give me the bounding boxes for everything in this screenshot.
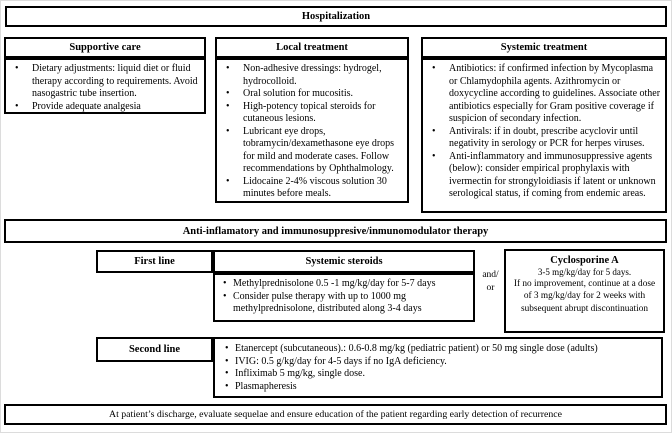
connector-line-1: and/ (482, 270, 499, 280)
systemic-steroids-header: Systemic steroids (213, 250, 475, 273)
bullet-item: Lidocaine 2-4% viscous solution 30 minut… (219, 176, 403, 201)
bullet-item: Antibiotics: if confirmed infection by M… (425, 63, 661, 126)
supportive-care-box: Supportive care Dietary adjustments: liq… (4, 37, 206, 114)
systemic-steroids-title: Systemic steroids (305, 256, 383, 267)
bullet-item: Dietary adjustments: liquid diet or flui… (8, 63, 200, 101)
systemic-treatment-box: Systemic treatment Antibiotics: if confi… (421, 37, 667, 213)
cyclosporine-note: If no improvement, continue at a dose of… (513, 279, 656, 314)
cyclosporine-box: Cyclosporine A 3-5 mg/kg/day for 5 days.… (504, 249, 665, 333)
bullet-item: Antivirals: if in doubt, prescribe acycl… (425, 126, 661, 151)
local-treatment-title: Local treatment (276, 42, 348, 53)
supportive-care-title: Supportive care (69, 42, 141, 53)
systemic-steroids-body: Methylprednisolone 0.5 -1 mg/kg/day for … (213, 273, 475, 322)
discharge-text: At patient’s discharge, evaluate sequela… (109, 409, 562, 420)
cyclosporine-title: Cyclosporine A (550, 255, 619, 266)
second-line-label-box: Second line (96, 337, 213, 362)
bullet-item: Methylprednisolone 0.5 -1 mg/kg/day for … (219, 278, 469, 291)
therapy-band-title: Anti-inflamatory and immunosuppresive/in… (182, 225, 489, 237)
bullet-item: IVIG: 0.5 g/kg/day for 4-5 days if no Ig… (221, 356, 655, 369)
bullet-item: Oral solution for mucositis. (219, 88, 403, 101)
second-line-body: Etanercept (subcutaneous).: 0.6-0.8 mg/k… (213, 337, 663, 398)
discharge-box: At patient’s discharge, evaluate sequela… (4, 404, 667, 425)
bullet-list: Antibiotics: if confirmed infection by M… (425, 63, 661, 201)
systemic-treatment-title: Systemic treatment (500, 42, 588, 53)
and-or-connector: and/ or (476, 269, 505, 295)
systemic-treatment-body: Antibiotics: if confirmed infection by M… (421, 58, 667, 213)
first-line-label-box: First line (96, 250, 213, 273)
bullet-item: Anti-inflammatory and immunosuppressive … (425, 151, 661, 201)
systemic-treatment-header: Systemic treatment (421, 37, 667, 58)
bullet-item: Consider pulse therapy with up to 1000 m… (219, 291, 469, 316)
cyclosporine-dose: 3-5 mg/kg/day for 5 days. (537, 267, 632, 277)
bullet-item: Infliximab 5 mg/kg, single dose. (221, 368, 655, 381)
therapy-band-box: Anti-inflamatory and immunosuppresive/in… (4, 219, 667, 243)
bullet-item: Non-adhesive dressings: hydrogel, hydroc… (219, 63, 403, 88)
hospitalization-title: Hospitalization (301, 11, 371, 22)
hospitalization-box: Hospitalization (5, 6, 667, 27)
second-line-label: Second line (128, 344, 181, 355)
bullet-item: Plasmapheresis (221, 381, 655, 394)
local-treatment-body: Non-adhesive dressings: hydrogel, hydroc… (215, 58, 409, 203)
bullet-list: Dietary adjustments: liquid diet or flui… (8, 63, 200, 113)
local-treatment-header: Local treatment (215, 37, 409, 58)
first-line-label: First line (134, 256, 175, 267)
connector-line-2: or (486, 282, 495, 293)
bullet-list: Etanercept (subcutaneous).: 0.6-0.8 mg/k… (221, 343, 655, 393)
bullet-item: Provide adequate analgesia (8, 101, 200, 114)
bullet-item: Etanercept (subcutaneous).: 0.6-0.8 mg/k… (221, 343, 655, 356)
bullet-item: High-potency topical steroids for cutane… (219, 101, 403, 126)
bullet-list: Methylprednisolone 0.5 -1 mg/kg/day for … (219, 278, 469, 316)
supportive-care-body: Dietary adjustments: liquid diet or flui… (4, 58, 206, 114)
supportive-care-header: Supportive care (4, 37, 206, 58)
local-treatment-box: Local treatment Non-adhesive dressings: … (215, 37, 409, 203)
bullet-item: Lubricant eye drops, tobramycin/dexameth… (219, 126, 403, 176)
bullet-list: Non-adhesive dressings: hydrogel, hydroc… (219, 63, 403, 201)
